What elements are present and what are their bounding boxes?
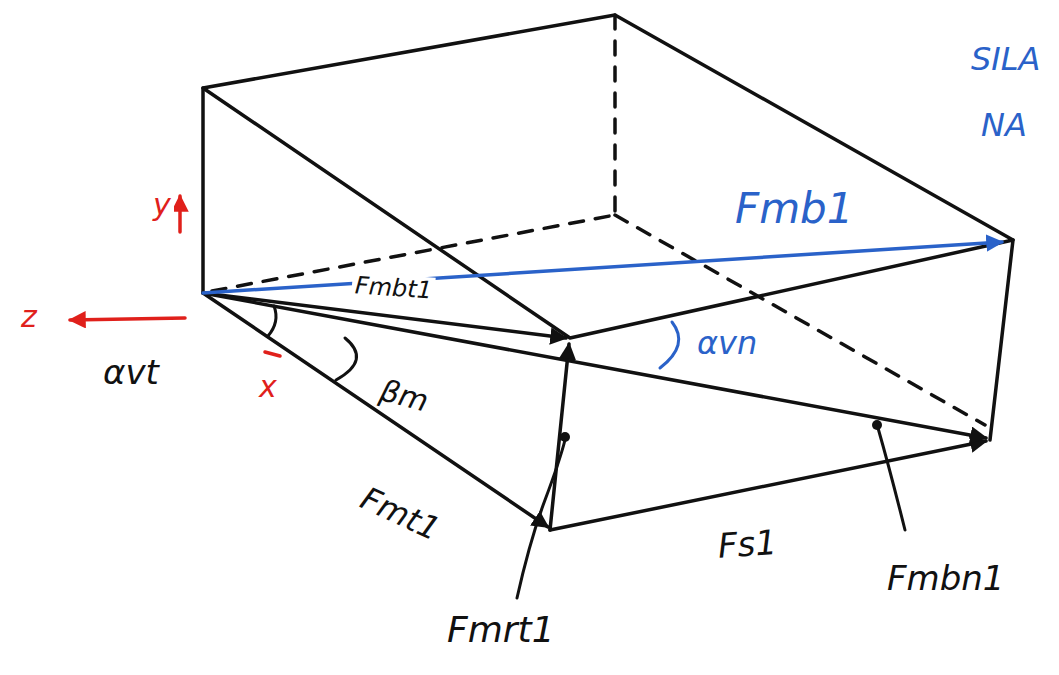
force-vector — [550, 344, 569, 530]
force-label: Fmbn1 — [884, 560, 1007, 597]
leader-line — [878, 428, 905, 530]
force-label: Fs1 — [714, 524, 781, 566]
force-label: Fmt1 — [353, 480, 448, 549]
axis-label: x — [256, 370, 280, 403]
angle-arc — [336, 338, 357, 380]
axis-arrow — [178, 196, 182, 232]
hidden-edge — [613, 15, 617, 215]
leader-dot — [872, 420, 882, 430]
angle-arc — [660, 322, 679, 368]
axis-arrow — [70, 318, 185, 320]
force-vector — [203, 293, 986, 438]
axis-label: z — [18, 300, 40, 333]
note-text: SILA — [968, 42, 1043, 77]
angle-label: βm — [374, 373, 435, 419]
box-edge — [201, 88, 205, 293]
box-edge — [990, 240, 1013, 440]
leader-dot — [560, 432, 570, 442]
force-label: Fmrt1 — [444, 610, 558, 650]
axis-label: y — [150, 188, 174, 221]
angle-label: αvn — [694, 326, 760, 361]
force-vector — [550, 441, 986, 530]
leader-line — [517, 440, 565, 598]
angle-arc — [268, 306, 276, 336]
force-label: Fmb1 — [732, 186, 856, 232]
box-edge — [203, 15, 1013, 338]
note-text: NA — [978, 108, 1030, 143]
angle-label: αvt — [100, 354, 162, 391]
force-vector — [203, 242, 1002, 293]
axis-mark — [265, 352, 280, 356]
force-label: Fmbt1 — [351, 272, 436, 304]
